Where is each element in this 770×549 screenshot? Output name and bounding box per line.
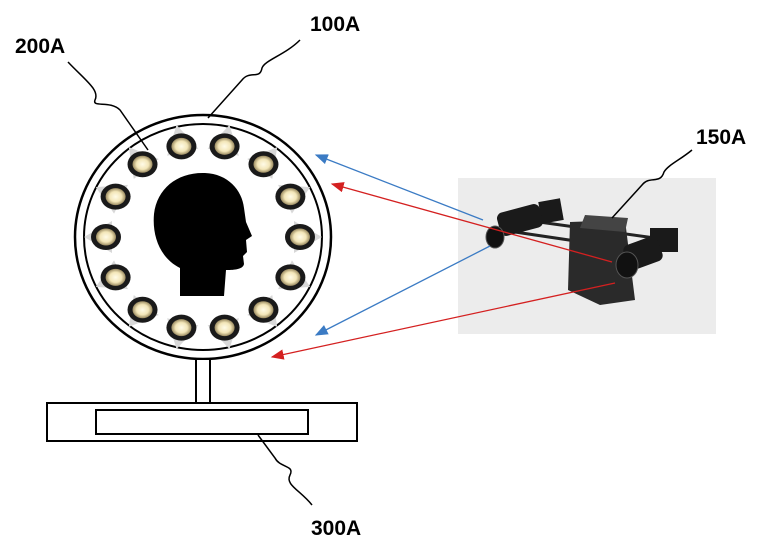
light-unit bbox=[285, 221, 322, 253]
light-unit bbox=[95, 260, 131, 291]
leader-lines bbox=[67, 39, 693, 506]
red-ray-lower bbox=[270, 282, 616, 360]
light-unit bbox=[275, 183, 311, 214]
head-silhouette bbox=[153, 172, 252, 296]
label-300A: 300A bbox=[311, 517, 361, 540]
leader-300A bbox=[257, 434, 313, 506]
base-inner-panel bbox=[95, 409, 309, 435]
light-unit bbox=[275, 260, 311, 291]
blue-ray-lower bbox=[314, 245, 491, 336]
leader-100A bbox=[207, 39, 301, 119]
label-200A: 200A bbox=[15, 35, 65, 58]
light-unit bbox=[127, 295, 159, 327]
light-unit bbox=[207, 314, 240, 350]
light-unit bbox=[247, 147, 279, 179]
light-array bbox=[84, 124, 322, 350]
light-unit bbox=[166, 124, 199, 160]
light-unit bbox=[207, 124, 240, 160]
leader-200A bbox=[67, 61, 149, 151]
light-unit bbox=[84, 221, 121, 253]
light-rays bbox=[270, 154, 616, 360]
camera-unit-photo bbox=[458, 178, 716, 334]
light-unit bbox=[247, 295, 279, 327]
label-100A: 100A bbox=[310, 13, 360, 36]
light-unit bbox=[127, 147, 159, 179]
light-unit bbox=[95, 183, 131, 214]
blue-ray-upper bbox=[314, 154, 484, 221]
label-150A: 150A bbox=[696, 126, 746, 149]
light-unit bbox=[166, 314, 199, 350]
stand-pole bbox=[195, 358, 211, 404]
leader-150A bbox=[611, 149, 693, 219]
red-ray-upper bbox=[330, 182, 613, 263]
